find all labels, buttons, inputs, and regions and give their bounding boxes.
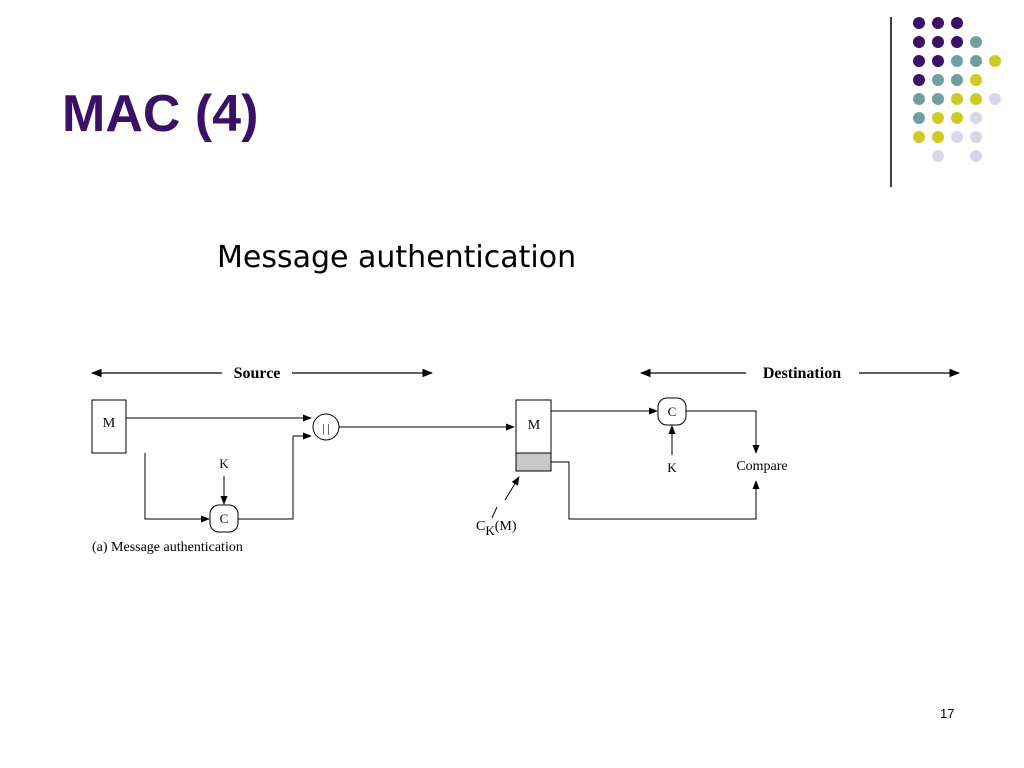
decor-dot bbox=[951, 93, 963, 105]
decor-dot bbox=[932, 150, 944, 162]
source-message-label: M bbox=[103, 416, 116, 431]
destination-span-header: Destination bbox=[639, 365, 961, 382]
mac-value-c: C bbox=[476, 519, 485, 534]
destination-key-label: K bbox=[667, 460, 677, 475]
received-message-label: M bbox=[528, 418, 541, 433]
decor-dot bbox=[932, 131, 944, 143]
destination-mac-function-label: C bbox=[668, 404, 677, 419]
mac-value-m: (M) bbox=[495, 519, 517, 534]
decor-dot bbox=[951, 36, 963, 48]
title-divider-line bbox=[890, 17, 892, 187]
decor-dot bbox=[970, 93, 982, 105]
decor-dot bbox=[932, 112, 944, 124]
source-label: Source bbox=[234, 365, 281, 382]
mac-value-label: CK(M) bbox=[476, 519, 517, 538]
decor-dot bbox=[913, 112, 925, 124]
received-mac-tag-box bbox=[515, 452, 552, 472]
decor-dot bbox=[913, 36, 925, 48]
decor-dot bbox=[951, 112, 963, 124]
decor-dot bbox=[913, 74, 925, 86]
decor-dot bbox=[913, 131, 925, 143]
mac-diagram: Source Destination M K C | | (a) Message… bbox=[90, 365, 961, 555]
compare-label: Compare bbox=[736, 459, 787, 474]
decor-dot bbox=[989, 93, 1001, 105]
decor-dot bbox=[913, 93, 925, 105]
diagram-caption: (a) Message authentication bbox=[92, 540, 243, 555]
source-message-to-mac-arrow bbox=[144, 453, 210, 523]
decor-dot bbox=[951, 17, 963, 29]
source-span-header: Source bbox=[90, 365, 434, 382]
decor-dot bbox=[970, 150, 982, 162]
decor-dot bbox=[951, 74, 963, 86]
decor-dot bbox=[970, 74, 982, 86]
source-mac-to-concat-arrow bbox=[238, 432, 312, 520]
decor-dot bbox=[970, 112, 982, 124]
received-tag-to-compare-arrow bbox=[551, 461, 760, 520]
destination-mac-to-compare-arrow bbox=[686, 410, 760, 454]
source-key-label: K bbox=[219, 456, 229, 471]
decor-dot bbox=[970, 36, 982, 48]
decor-dot bbox=[932, 93, 944, 105]
decor-dot bbox=[951, 131, 963, 143]
decor-dot bbox=[932, 17, 944, 29]
concatenation-symbol: | | bbox=[322, 421, 330, 435]
mac-value-pointer bbox=[504, 476, 520, 501]
decor-dot bbox=[913, 55, 925, 67]
mac-value-leader-line bbox=[491, 506, 498, 519]
decor-dot bbox=[989, 55, 1001, 67]
slide-number: 17 bbox=[940, 706, 955, 721]
slide-title: MAC (4) bbox=[62, 85, 259, 143]
destination-label: Destination bbox=[763, 365, 841, 382]
source-message-box bbox=[91, 399, 127, 454]
source-mac-function-label: C bbox=[220, 511, 229, 526]
mac-value-k: K bbox=[485, 523, 495, 538]
decor-dot bbox=[970, 55, 982, 67]
decorative-dot-grid bbox=[913, 17, 1001, 162]
slide-subtitle: Message authentication bbox=[217, 240, 577, 275]
decor-dot bbox=[970, 131, 982, 143]
decor-dot bbox=[951, 55, 963, 67]
decor-dot bbox=[932, 55, 944, 67]
received-message-box bbox=[515, 399, 552, 454]
decor-dot bbox=[932, 74, 944, 86]
decor-dot bbox=[932, 36, 944, 48]
decor-dot bbox=[913, 17, 925, 29]
